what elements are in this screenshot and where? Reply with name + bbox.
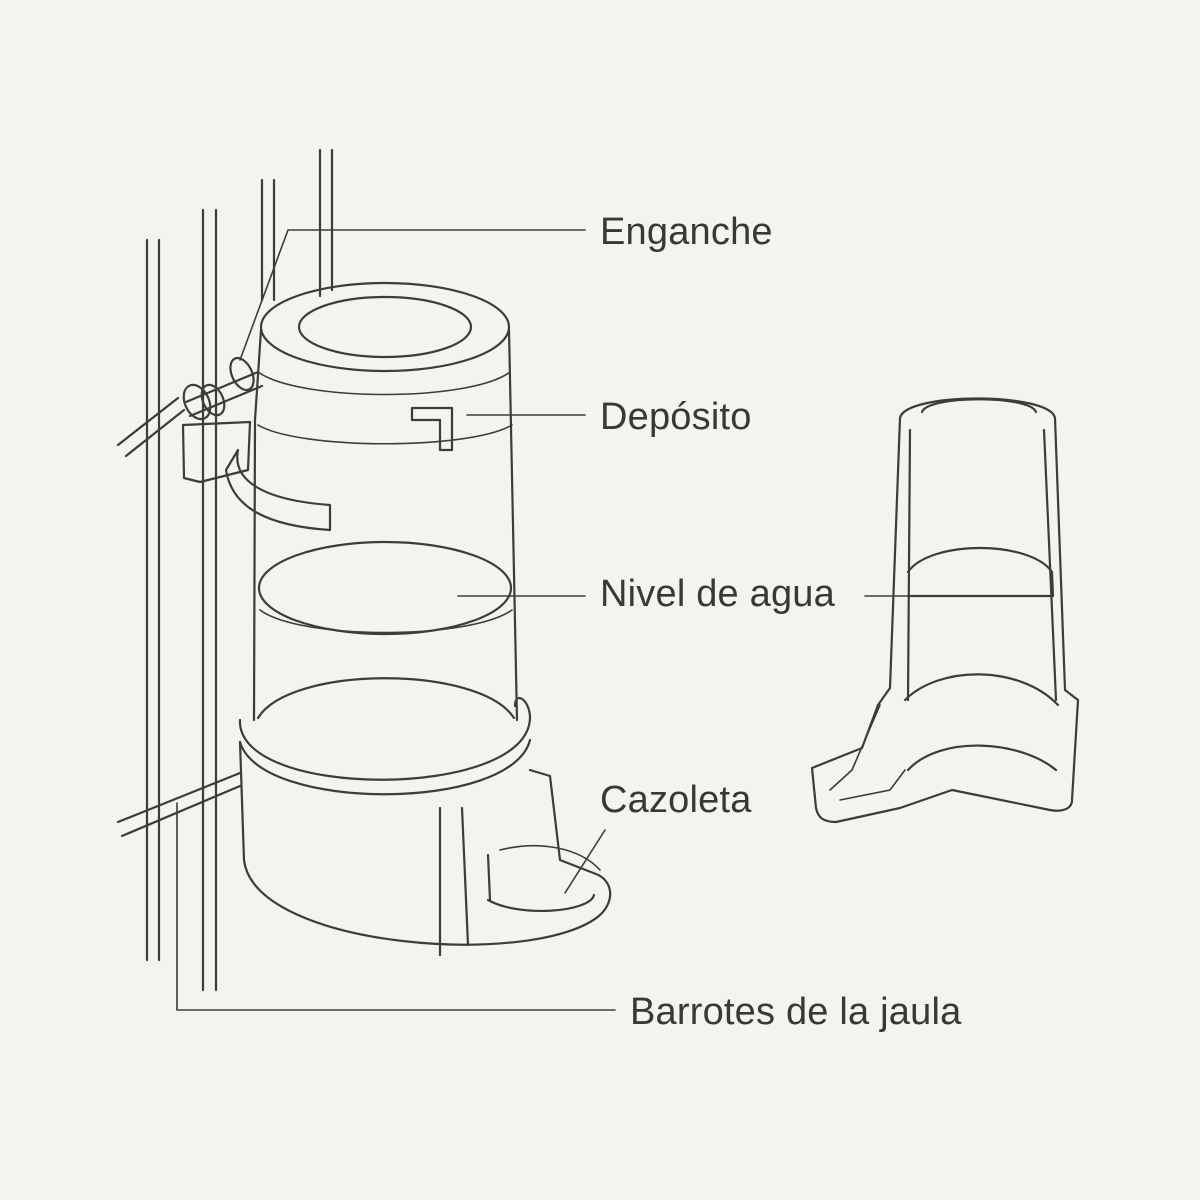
label-cage-bars: Barrotes de la jaula <box>630 991 962 1033</box>
water-surface-back <box>259 609 513 634</box>
cage-crossbar <box>116 771 242 824</box>
hook-assembly <box>181 356 454 532</box>
hook-arm <box>224 448 332 532</box>
leader-line-cage-bars <box>176 802 616 1011</box>
cup-spout-inner <box>499 844 601 871</box>
cage-crossbar <box>116 396 180 447</box>
leader-line-hook <box>239 229 586 361</box>
label-hook: Enganche <box>600 211 773 253</box>
side-view-base <box>906 744 1058 772</box>
reservoir-band <box>257 424 513 445</box>
waterer-side-view <box>810 397 1080 824</box>
reservoir-top-rim <box>259 281 511 373</box>
leader-lines <box>176 229 1051 1011</box>
label-reservoir: Depósito <box>600 396 752 438</box>
side-view-cup <box>829 704 881 791</box>
callout-labels: Enganche Depósito Nivel de agua Cazoleta… <box>600 211 962 1033</box>
reservoir-band <box>257 371 511 396</box>
reservoir-top-inner <box>297 295 473 359</box>
hook-wire <box>184 370 260 404</box>
cup-spout-inner <box>486 853 492 902</box>
label-cup: Cazoleta <box>600 779 752 821</box>
cage-bars <box>116 148 334 992</box>
side-view-inner-wall <box>906 428 912 702</box>
cup-rim <box>238 696 532 781</box>
hook-bracket <box>181 420 252 484</box>
hook-ring <box>182 383 212 421</box>
reservoir-bottom-inner <box>256 677 516 720</box>
hook-ring <box>229 356 255 392</box>
side-view-cup <box>839 769 906 801</box>
cup-spout <box>460 806 470 947</box>
cup-rim-inner <box>238 738 532 796</box>
water-surface <box>257 540 513 636</box>
hook-ring <box>200 383 226 417</box>
side-view-inner <box>920 398 1038 414</box>
cup-body <box>238 740 612 946</box>
side-view-inner-wall <box>1042 428 1058 702</box>
hook-wire <box>188 384 264 418</box>
cage-crossbar <box>124 408 186 458</box>
reservoir <box>252 281 519 722</box>
leader-line-cup <box>564 829 606 894</box>
reservoir-wall-right <box>507 328 519 722</box>
cup <box>238 696 612 957</box>
side-view-base <box>903 673 1060 707</box>
hook-tab <box>410 406 454 452</box>
cage-crossbar <box>120 784 242 838</box>
cup-spout-inner <box>486 893 596 913</box>
reservoir-wall-left <box>252 328 263 722</box>
side-view-water <box>906 546 1055 598</box>
label-water-level: Nivel de agua <box>600 573 836 615</box>
